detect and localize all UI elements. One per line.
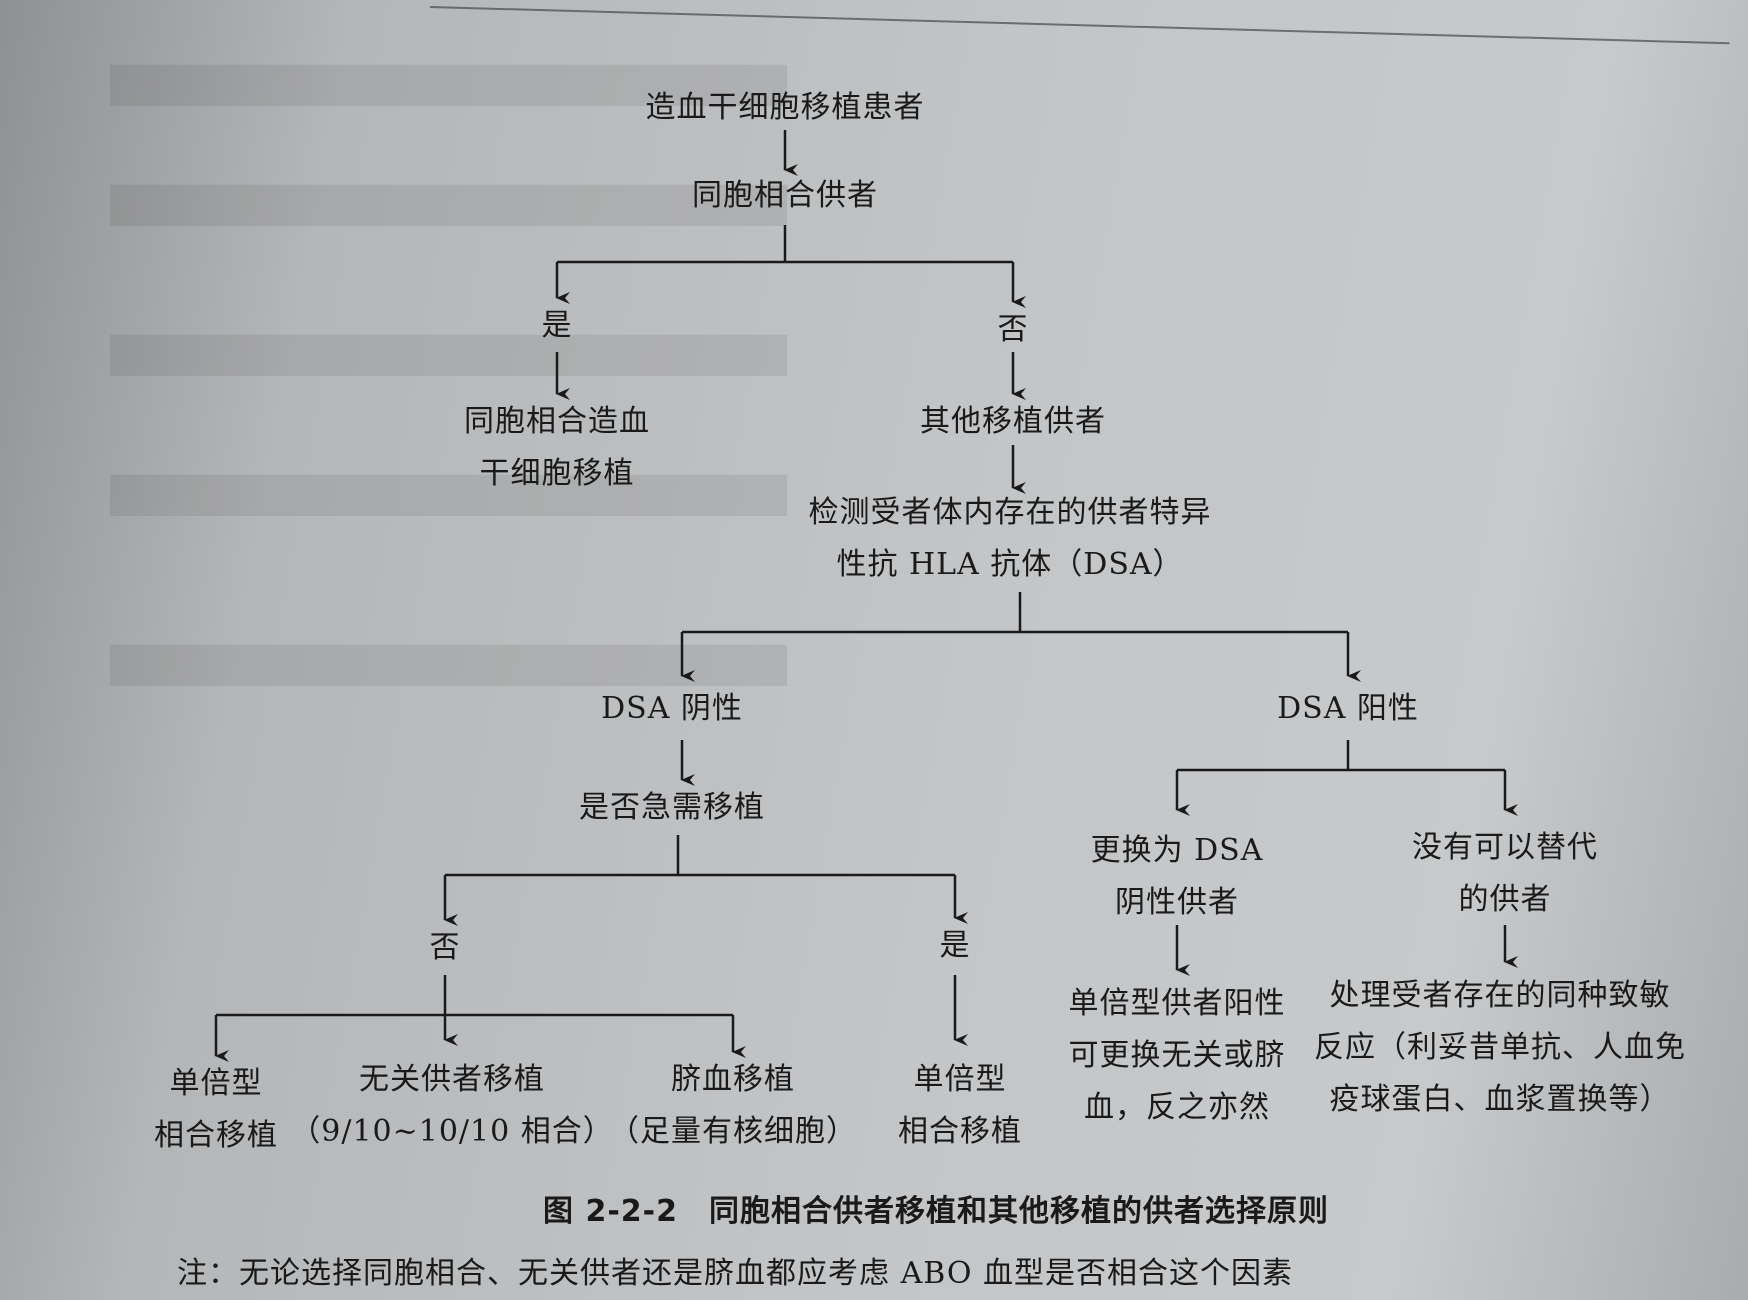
label-yes-urgent: 是 [939, 928, 971, 963]
node-change-donor: 更换为 DSA 阴性供者 [1090, 833, 1264, 920]
label-no-urgent: 否 [429, 930, 461, 965]
node-urgent-transplant: 是否急需移植 [579, 790, 765, 825]
bleed-through-line: ▇▇▇▇▇▇▇▇▇▇▇▇▇▇▇▇▇▇▇▇▇▇ [110, 640, 787, 686]
node-haplo-transplant-b: 单倍型 相合移植 [898, 1062, 1022, 1149]
node-dsa-negative: DSA 阴性 [601, 691, 743, 726]
label-yes-sibling: 是 [541, 308, 573, 343]
bleed-through-line: ▇▇▇▇▇▇▇▇▇▇▇▇▇▇▇▇▇▇▇▇▇▇ [110, 180, 787, 226]
bleed-through-line: ▇▇▇▇▇▇▇▇▇▇▇▇▇▇▇▇▇▇▇▇▇▇ [110, 470, 787, 516]
label-no-sibling: 否 [997, 312, 1029, 347]
node-haplo-transplant-a: 单倍型 相合移植 [154, 1066, 278, 1153]
node-desensitization: 处理受者存在的同种致敏 反应（利妥昔单抗、人血免 疫球蛋白、血浆置换等） [1314, 978, 1686, 1117]
node-patient: 造血干细胞移植患者 [645, 90, 925, 125]
node-sibling-donor: 同胞相合供者 [692, 178, 878, 213]
node-sibling-transplant: 同胞相合造血 干细胞移植 [464, 404, 650, 491]
node-dsa-test: 检测受者体内存在的供者特异 性抗 HLA 抗体（DSA） [808, 495, 1212, 582]
node-dsa-positive: DSA 阳性 [1277, 691, 1419, 726]
node-other-donor: 其他移植供者 [920, 404, 1106, 439]
node-no-alternative: 没有可以替代 的供者 [1412, 830, 1598, 917]
bleed-through-line: ▇▇▇▇▇▇▇▇▇▇▇▇▇▇▇▇▇▇▇▇▇▇ [110, 330, 787, 376]
node-haplo-positive: 单倍型供者阳性 可更换无关或脐 血，反之亦然 [1068, 986, 1286, 1125]
node-unrelated-transplant: 无关供者移植 （9/10~10/10 相合） [290, 1062, 614, 1149]
bleed-through-line: ▇▇▇▇▇▇▇▇▇▇▇▇▇▇▇▇▇▇▇▇▇▇ [110, 60, 787, 106]
figure-caption: 图 2-2-2 同胞相合供者移植和其他移植的供者选择原则 [543, 1194, 1329, 1229]
figure-note: 注：无论选择同胞相合、无关供者还是脐血都应考虑 ABO 血型是否相合这个因素 [177, 1256, 1293, 1291]
node-cord-transplant: 脐血移植 （足量有核细胞） [609, 1062, 857, 1149]
